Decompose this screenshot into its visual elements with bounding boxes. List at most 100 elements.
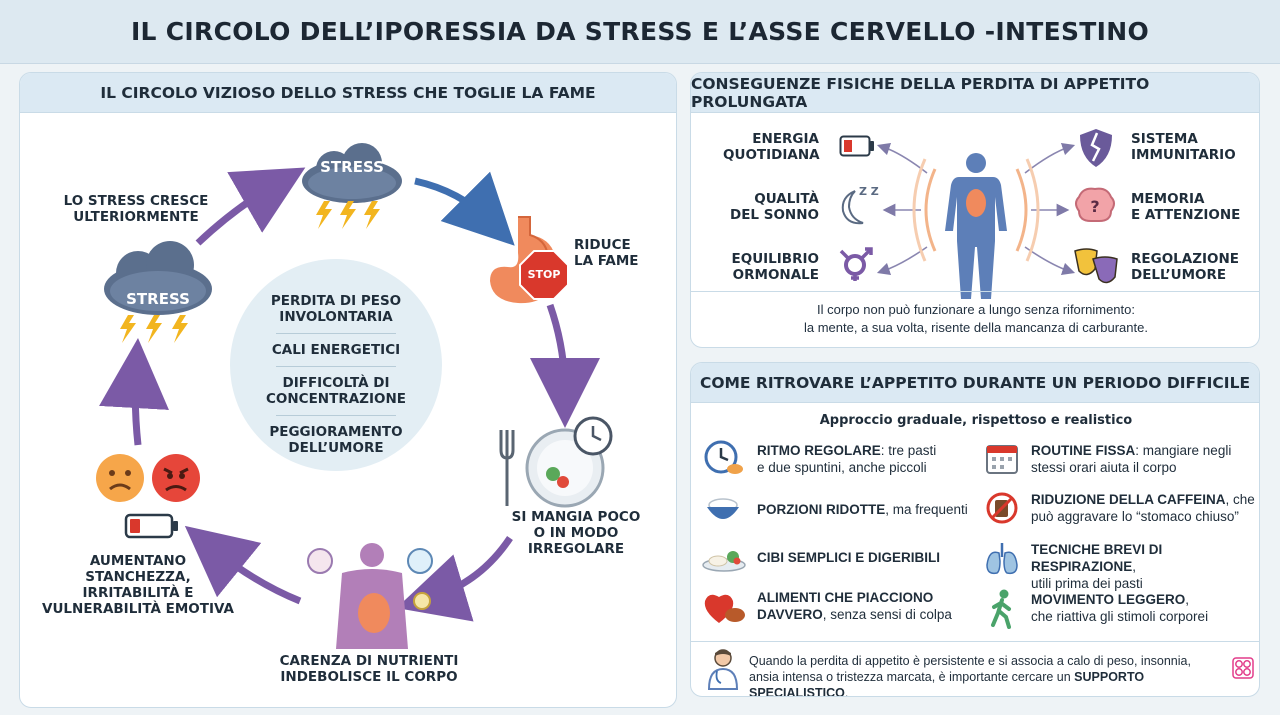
tip-rest: , ma frequenti: [885, 502, 968, 517]
doctor-icon: [707, 649, 739, 690]
effect-weight-loss: PERDITA DI PESO INVOLONTARIA: [270, 293, 402, 325]
consequences-divider: [691, 291, 1259, 292]
step-stress-grows: LO STRESS CRESCE ULTERIORMENTE: [63, 193, 209, 225]
lungs-icon: [986, 543, 1018, 575]
arrow-stress-grows: [195, 167, 306, 246]
step-eat-little: SI MANGIA POCO O IN MODO IRREGOLARE: [511, 509, 641, 557]
specialist-support-bold: SUPPORTO SPECIALISTICO: [749, 670, 1145, 697]
tip-line2: stessi orari aiuta il corpo: [1031, 460, 1177, 475]
effect-energy-drops: CALI ENERGETICI: [271, 342, 401, 358]
appetite-panel: COME RITROVARE L’APPETITO DURANTE UN PER…: [690, 362, 1260, 697]
tip-bold: RIDUZIONE DELLA CAFFEINA: [1031, 492, 1226, 507]
bottom-line-2: ansia intensa o tristezza marcata, è imp…: [749, 670, 1075, 684]
tip-bold: ROUTINE FISSA: [1031, 443, 1136, 458]
tip-caffeine: RIDUZIONE DELLA CAFFEINA, che può aggrav…: [1031, 491, 1256, 525]
consequences-note: Il corpo non può funzionare a lungo senz…: [691, 301, 1259, 337]
vicious-circle-panel: IL CIRCOLO VIZIOSO DELLO STRESS CHE TOGL…: [19, 72, 677, 708]
tip-bold: CIBI SEMPLICI E DIGERIBILI: [757, 550, 941, 565]
cycle-arrows: [99, 167, 600, 622]
tip-bold: ALIMENTI CHE PIACCIONO: [757, 590, 934, 605]
effects-divider: [276, 366, 396, 367]
mood-regulation-label: REGOLAZIONE DELL’UMORE: [1131, 251, 1240, 283]
heart-food-icon: [704, 594, 745, 623]
appetite-divider: [691, 641, 1259, 642]
calendar-icon: [986, 445, 1018, 474]
stop-sign-label: STOP: [527, 268, 561, 281]
bottom-line-2-end: .: [844, 686, 849, 697]
clock-meal-icon: [704, 440, 743, 474]
tip-rest: : tre pasti: [880, 443, 937, 458]
note-line-1: Il corpo non può funzionare a lungo senz…: [817, 302, 1135, 317]
bottom-line-1: Quando la perdita di appetito è persiste…: [749, 654, 1191, 668]
sleep-zz-text: Z Z: [859, 185, 879, 198]
tip-bold: MOVIMENTO LEGGERO: [1031, 592, 1186, 607]
plate-clock-icon: [499, 416, 613, 508]
effects-circle: PERDITA DI PESO INVOLONTARIA CALI ENERGE…: [230, 259, 442, 471]
tip-breathing: TECNICHE BREVI DI RESPIRAZIONE, utili pr…: [1031, 541, 1256, 592]
human-body-icon: [945, 153, 1007, 299]
tip-liked-foods: ALIMENTI CHE PIACCIONO DAVVERO, senza se…: [757, 589, 977, 623]
vicious-circle-heading: IL CIRCOLO VIZIOSO DELLO STRESS CHE TOGL…: [20, 73, 676, 113]
tip-line2: può aggravare lo “stomaco chiuso”: [1031, 509, 1239, 524]
tip-line2: utili prima dei pasti: [1031, 576, 1143, 591]
stress-left-label: STRESS: [126, 290, 190, 308]
effect-concentration: DIFFICOLTÀ DI CONCENTRAZIONE: [266, 375, 406, 407]
tip-line2: che riattiva gli stimoli corporei: [1031, 609, 1209, 624]
memory-attention-label: MEMORIA E ATTENZIONE: [1131, 191, 1241, 223]
tip-rest: : mangiare negli: [1135, 443, 1232, 458]
tip-fixed-routine: ROUTINE FISSA: mangiare negli stessi ora…: [1031, 442, 1256, 476]
sad-angry-faces-icon: [96, 454, 200, 502]
tip-bold: RITMO REGOLARE: [757, 443, 881, 458]
appetite-heading: COME RITROVARE L’APPETITO DURANTE UN PER…: [691, 363, 1259, 403]
step-fatigue-irritability: AUMENTANO STANCHEZZA, IRRITABILITÀ E VUL…: [42, 553, 234, 617]
specialist-support-note: Quando la perdita di appetito è persiste…: [749, 653, 1234, 697]
tip-rest: ,: [1185, 592, 1190, 607]
tip-simple-foods: CIBI SEMPLICI E DIGERIBILI: [757, 549, 977, 566]
battery-low-icon: [839, 135, 874, 157]
energy-label: ENERGIA QUOTIDIANA: [723, 131, 820, 163]
tip-rest: ,: [1132, 559, 1137, 574]
tip-line2: e due spuntini, anche piccoli: [757, 460, 927, 475]
theater-masks-icon: [1074, 248, 1118, 284]
bowl-icon: [707, 498, 739, 519]
consequences-heading: CONSEGUENZE FISICHE DELLA PERDITA DI APP…: [691, 73, 1259, 113]
arrow-nutrients-to-fatigue: [184, 525, 302, 605]
hormone-symbol-icon: [839, 247, 873, 281]
moon-icon: [841, 190, 864, 225]
tip-rest: , che: [1225, 492, 1255, 507]
tip-regular-rhythm: RITMO REGOLARE: tre pasti e due spuntini…: [757, 442, 977, 476]
tip-small-portions: PORZIONI RIDOTTE, ma frequenti: [757, 501, 977, 518]
step-reduces-hunger: RIDUCE LA FAME: [574, 237, 639, 269]
step-nutrient-deficiency: CARENZA DI NUTRIENTI INDEBOLISCE IL CORP…: [279, 653, 459, 685]
battery-low-icon: [124, 513, 178, 539]
no-coffee-icon: [986, 492, 1018, 524]
walking-icon: [991, 589, 1011, 629]
stress-cloud-left-icon: [104, 241, 212, 343]
svg-text:?: ?: [1090, 197, 1099, 216]
hormonal-balance-label: EQUILIBRIO ORMONALE: [731, 251, 820, 283]
tip-bold: PORZIONI RIDOTTE: [757, 502, 886, 517]
brain-icon: ?: [1075, 187, 1115, 222]
brand-logo-icon: [1232, 657, 1254, 679]
effects-divider: [276, 333, 396, 334]
consequences-rays: [876, 142, 1076, 276]
arrow-fatigue-to-stress: [99, 338, 169, 446]
body-nutrients-icon: [307, 543, 433, 649]
broken-shield-icon: [1080, 129, 1112, 167]
sleep-quality-label: QUALITÀ DEL SONNO: [729, 191, 819, 223]
title-bar: IL CIRCOLO DELL’IPORESSIA DA STRESS E L’…: [0, 0, 1280, 64]
immune-system-label: SISTEMA IMMUNITARIO: [1131, 131, 1236, 163]
tip-light-movement: MOVIMENTO LEGGERO, che riattiva gli stim…: [1031, 591, 1256, 625]
consequences-panel: CONSEGUENZE FISICHE DELLA PERDITA DI APP…: [690, 72, 1260, 348]
effect-mood: PEGGIORAMENTO DELL’UMORE: [269, 424, 403, 456]
plate-food-icon: [702, 551, 746, 572]
tip-bold: TECNICHE BREVI DI RESPIRAZIONE: [1031, 542, 1163, 574]
arrow-eating-to-nutrients: [396, 536, 513, 622]
stress-cloud-top-icon: [302, 143, 402, 229]
page-title: IL CIRCOLO DELL’IPORESSIA DA STRESS E L’…: [130, 17, 1150, 46]
note-line-2: la mente, a sua volta, risente della man…: [804, 320, 1148, 335]
tip-line2: , senza sensi di colpa: [822, 607, 952, 622]
tip-bold: DAVVERO: [757, 607, 823, 622]
stop-sign-icon: [519, 250, 569, 300]
effects-divider: [276, 415, 396, 416]
